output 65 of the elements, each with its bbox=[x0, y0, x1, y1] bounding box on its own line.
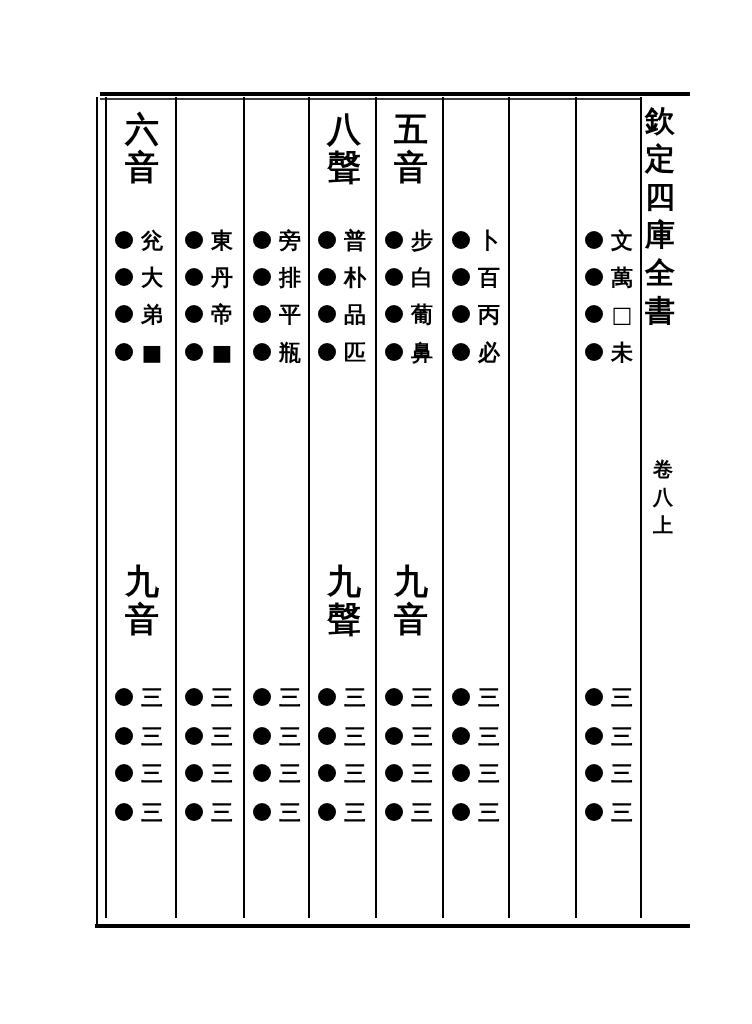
character: 三 bbox=[477, 685, 501, 709]
character: 白 bbox=[410, 265, 434, 289]
character: 步 bbox=[410, 228, 434, 252]
character: 三 bbox=[343, 685, 367, 709]
character: 朴 bbox=[342, 265, 368, 289]
character: 未 bbox=[610, 340, 634, 364]
character: 大 bbox=[140, 265, 164, 289]
character: 三 bbox=[140, 724, 164, 748]
character: 兊 bbox=[140, 228, 164, 252]
chapter-number: 卷八上 bbox=[652, 456, 674, 539]
character: 三 bbox=[343, 761, 367, 785]
character: 三 bbox=[140, 685, 164, 709]
character: 三 bbox=[410, 724, 434, 748]
character: 卜 bbox=[477, 228, 501, 252]
heading: 五音 bbox=[392, 110, 429, 186]
character: 葡 bbox=[410, 302, 434, 326]
character: 三 bbox=[343, 724, 367, 748]
character: 品 bbox=[343, 302, 367, 326]
character: 弟 bbox=[140, 302, 164, 326]
character: 東 bbox=[210, 228, 234, 252]
character: 三 bbox=[140, 800, 164, 824]
character: 必 bbox=[477, 340, 501, 364]
character: 瓶 bbox=[278, 340, 302, 364]
character: 三 bbox=[210, 724, 234, 748]
character: 三 bbox=[410, 685, 434, 709]
character: 鼻 bbox=[410, 340, 434, 364]
character: 三 bbox=[610, 724, 634, 748]
character: ■ bbox=[140, 340, 164, 364]
character: 三 bbox=[278, 685, 302, 709]
character: 三 bbox=[278, 800, 302, 824]
character: 三 bbox=[610, 685, 634, 709]
character: 三 bbox=[477, 761, 501, 785]
character: 三 bbox=[210, 761, 234, 785]
character: □ bbox=[610, 302, 634, 326]
character: 百 bbox=[477, 265, 501, 289]
character: 三 bbox=[610, 800, 634, 824]
character: 旁 bbox=[278, 228, 302, 252]
text-column bbox=[575, 97, 642, 918]
heading: 九聲 bbox=[325, 562, 362, 638]
heading: 八聲 bbox=[325, 110, 362, 186]
character: 帝 bbox=[210, 302, 234, 326]
character: 三 bbox=[343, 800, 367, 824]
character: ■ bbox=[210, 340, 234, 364]
character: 三 bbox=[410, 761, 434, 785]
character: 三 bbox=[210, 685, 234, 709]
character: 文 bbox=[610, 228, 634, 252]
character: 三 bbox=[477, 800, 501, 824]
heading: 九音 bbox=[392, 562, 429, 638]
character: 三 bbox=[610, 761, 634, 785]
character: 普 bbox=[343, 228, 367, 252]
character: 三 bbox=[210, 800, 234, 824]
character: 三 bbox=[410, 800, 434, 824]
character: 三 bbox=[278, 724, 302, 748]
character: 匹 bbox=[343, 340, 367, 364]
heading: 六音 bbox=[124, 110, 160, 186]
character: 三 bbox=[477, 724, 501, 748]
character: 三 bbox=[140, 761, 164, 785]
character: 丙 bbox=[477, 302, 501, 326]
character: 平 bbox=[278, 302, 302, 326]
character: 三 bbox=[278, 761, 302, 785]
character: 萬 bbox=[610, 265, 634, 289]
book-title: 欽定四庫全書 bbox=[644, 102, 676, 330]
heading: 九音 bbox=[124, 562, 160, 638]
character: 丹 bbox=[210, 265, 234, 289]
character: 排 bbox=[277, 265, 302, 289]
